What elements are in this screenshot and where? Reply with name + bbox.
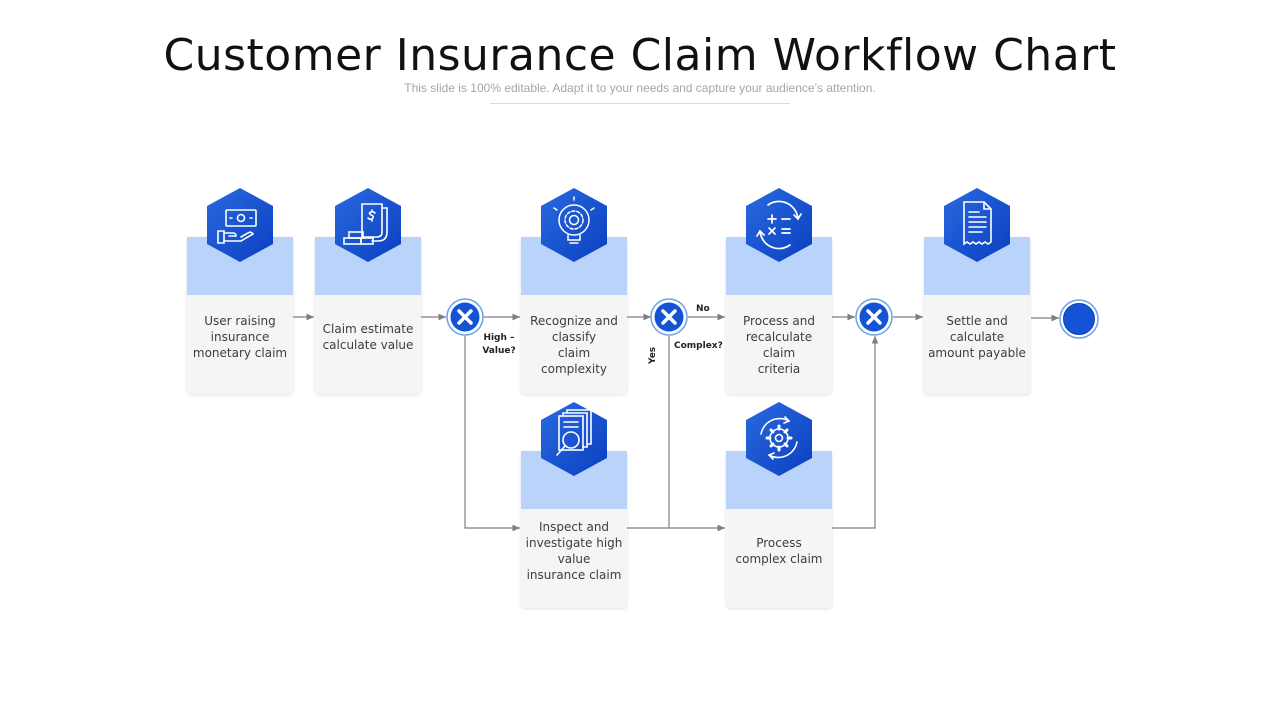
step-text: Inspect and investigate high value insur… (525, 520, 623, 582)
slide-title: Customer Insurance Claim Workflow Chart (163, 30, 1117, 81)
step-text: User raising insurance monetary claim (192, 314, 288, 360)
gear-cycle-icon (746, 402, 812, 476)
calculator-cycle-icon (746, 188, 812, 262)
step-text: Process and recalculate claim criteria (743, 314, 815, 376)
step-card-inspect: Inspect and investigate high value insur… (521, 451, 627, 608)
slide-subtitle: This slide is 100% editable. Adapt it to… (404, 81, 876, 95)
end-node (1059, 299, 1099, 339)
label-no: No (696, 304, 710, 314)
gate-complex (650, 298, 688, 336)
step-card-process-recalc: Process and recalculate claim criteria (726, 237, 832, 394)
gate-high-value (446, 298, 484, 336)
step-text: Claim estimate calculate value (322, 322, 414, 352)
step-text: Recognize and classify claim complexity (530, 314, 618, 376)
x-icon (866, 309, 882, 325)
money-hand-icon (207, 188, 273, 262)
gate-merge (855, 298, 893, 336)
label-high-value: High – Value? (482, 333, 516, 356)
arrow-gate1-to-inspect (464, 336, 520, 532)
document-search-icon (541, 402, 607, 476)
title-divider (490, 103, 790, 104)
step-text: Process complex claim (735, 536, 823, 566)
step-card-recognize: Recognize and classify claim complexity (521, 237, 627, 394)
label-complex: Complex? (674, 341, 723, 351)
label-yes: Yes (648, 346, 658, 364)
receipt-coins-icon (335, 188, 401, 262)
x-icon (457, 309, 473, 325)
x-icon (661, 309, 677, 325)
document-icon (944, 188, 1010, 262)
arrow-complex-to-gate3 (832, 336, 879, 529)
step-card-claim-estimate: Claim estimate calculate value (315, 237, 421, 394)
step-card-user-raise: User raising insurance monetary claim (187, 237, 293, 394)
gear-bulb-icon (541, 188, 607, 262)
step-text: Settle and calculate amount payable (928, 314, 1026, 360)
